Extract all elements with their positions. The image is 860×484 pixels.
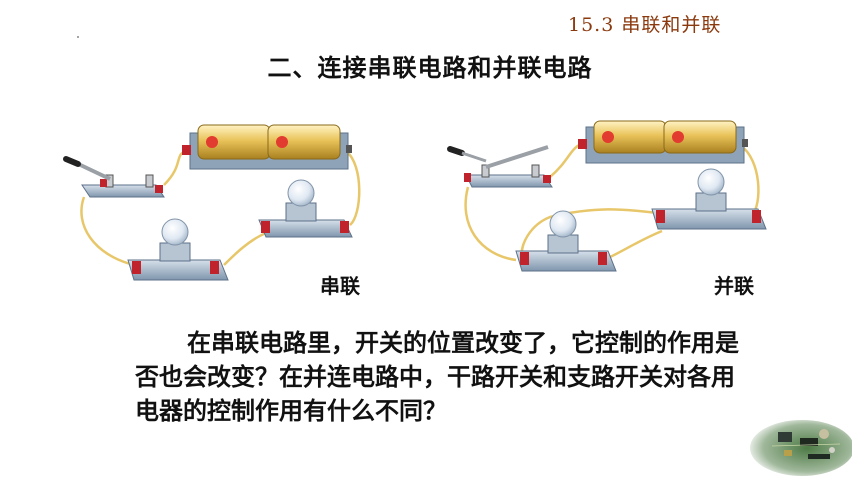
circuit-board-photo xyxy=(750,420,852,476)
parallel-bulb-bottom xyxy=(515,210,617,272)
series-label: 串联 xyxy=(320,274,360,298)
section-tag: 15.3 串联和并联 xyxy=(568,14,722,36)
series-switch xyxy=(63,156,165,198)
question-paragraph: 在串联电路里，开关的位置改变了，它控制的作用是否也会改变？在并连电路中，干路开关… xyxy=(135,326,745,428)
series-bulb-right xyxy=(258,179,353,238)
series-battery xyxy=(182,124,352,170)
slide-heading: 二、连接串联电路和并联电路 xyxy=(267,54,593,82)
parallel-bulb-right xyxy=(651,168,767,230)
parallel-battery xyxy=(578,120,748,164)
series-circuit-diagram xyxy=(63,124,361,281)
parallel-circuit-diagram xyxy=(447,120,767,272)
decorative-dot xyxy=(77,36,79,38)
parallel-switch xyxy=(447,145,553,188)
question-text: 在串联电路里，开关的位置改变了，它控制的作用是否也会改变？在并连电路中，干路开关… xyxy=(135,329,739,425)
series-bulb-bottom xyxy=(127,218,229,281)
parallel-label: 并联 xyxy=(714,274,754,298)
